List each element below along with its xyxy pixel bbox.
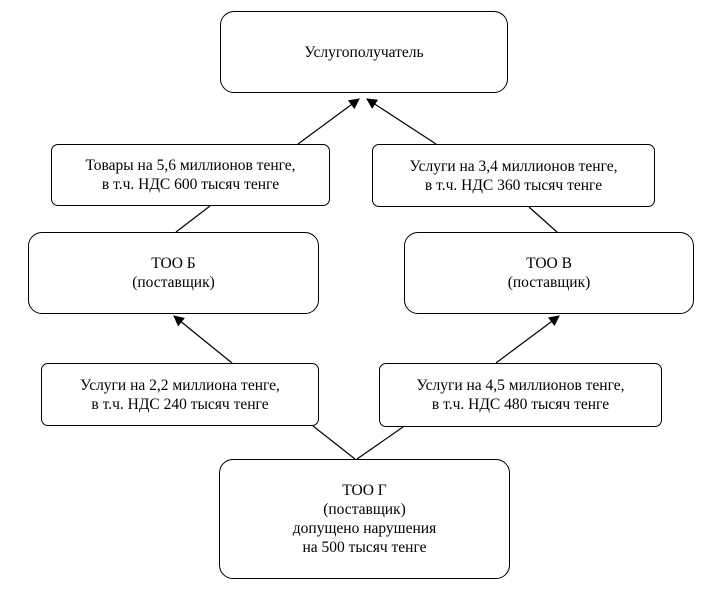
node-recipient-line-1: Услугополучатель <box>304 43 424 61</box>
node-too-g-line-2: (поставщик) <box>323 501 406 518</box>
node-recipient: Услугополучатель <box>220 11 508 93</box>
node-too-g-line-1: ТОО Г <box>342 482 387 499</box>
line-too-g-to-services-b <box>312 425 356 460</box>
arrow-services-to-too-b <box>173 315 233 364</box>
arrow-services-to-too-v <box>495 315 560 364</box>
node-services-b-line-1: Услуги на 2,2 миллиона тенге, <box>80 376 280 394</box>
line-too-v-to-services <box>528 206 558 233</box>
node-too-v: ТОО В (поставщик) <box>404 232 694 314</box>
node-too-b-line-2: (поставщик) <box>132 274 215 291</box>
node-goods-to-recipient: Товары на 5,6 миллионов тенге, в т.ч. НД… <box>51 144 330 206</box>
line-too-g-to-services-v <box>356 426 404 460</box>
node-too-g: ТОО Г (поставщик) допущено нарушения на … <box>219 459 510 579</box>
node-too-g-line-4: на 500 тысяч тенге <box>302 539 427 556</box>
node-services-to-v: Услуги на 4,5 миллионов тенге, в т.ч. НД… <box>379 363 662 427</box>
node-too-v-line-1: ТОО В <box>526 255 572 272</box>
node-goods-line-2: в т.ч. НДС 600 тысяч тенге <box>101 176 280 193</box>
node-services-v-line-2: в т.ч. НДС 480 тысяч тенге <box>431 396 610 413</box>
node-too-g-line-3: допущено нарушения <box>292 520 437 537</box>
node-services-b-line-2: в т.ч. НДС 240 тысяч тенге <box>91 395 269 413</box>
line-too-b-to-goods <box>175 205 211 233</box>
node-services-to-recipient: Услуги на 3,4 миллионов тенге, в т.ч. НД… <box>372 144 655 207</box>
arrow-services-to-recipient <box>366 98 437 145</box>
node-too-v-line-2: (поставщик) <box>507 274 591 291</box>
node-services-to-b: Услуги на 2,2 миллиона тенге, в т.ч. НДС… <box>41 363 319 426</box>
arrow-goods-to-recipient <box>297 98 360 145</box>
node-services-recipient-line-2: в т.ч. НДС 360 тысяч тенге <box>424 176 603 194</box>
node-goods-line-1: Товары на 5,6 миллионов тенге, <box>85 157 296 174</box>
node-too-b-line-1: ТОО Б <box>151 255 196 272</box>
node-services-recipient-line-1: Услуги на 3,4 миллионов тенге, <box>409 157 618 175</box>
node-too-b: ТОО Б (поставщик) <box>28 232 319 314</box>
node-services-v-line-1: Услуги на 4,5 миллионов тенге, <box>416 377 625 394</box>
